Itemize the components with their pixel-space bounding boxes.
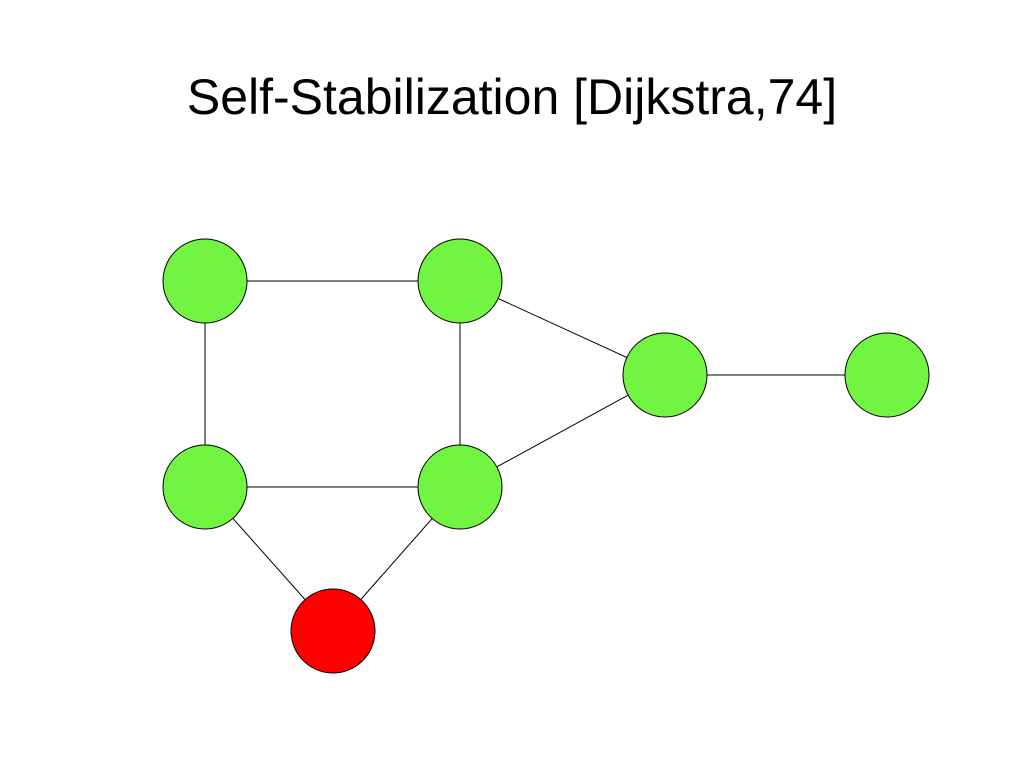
slide-title: Self-Stabilization [Dijkstra,74] <box>186 69 838 125</box>
node-n1 <box>162 238 248 324</box>
node-n2 <box>417 238 503 324</box>
nodes-layer <box>162 238 930 674</box>
edges-layer <box>204 280 887 632</box>
node-n4 <box>162 444 248 530</box>
node-n6 <box>844 332 930 418</box>
node-n5 <box>417 444 503 530</box>
faulty-node-n7 <box>290 588 376 674</box>
node-n3 <box>622 332 708 418</box>
